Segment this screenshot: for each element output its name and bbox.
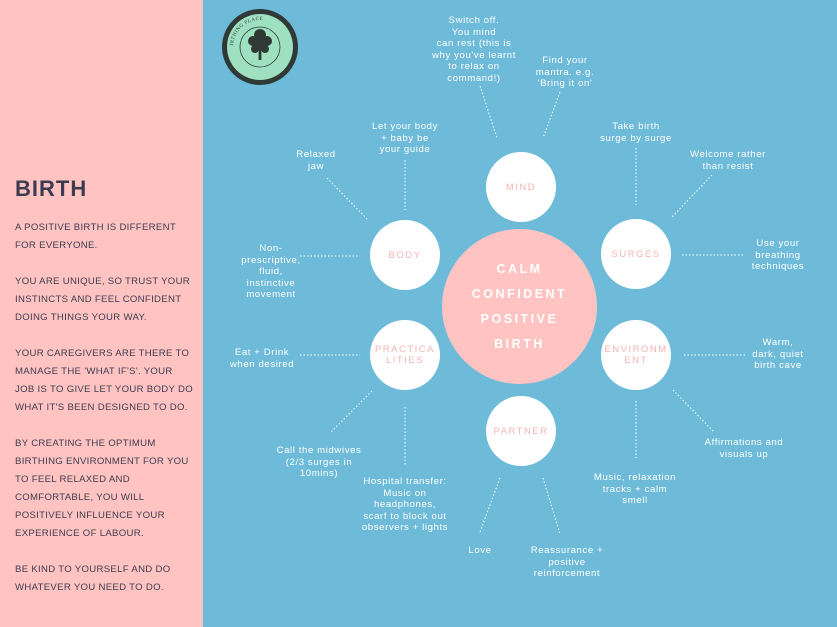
node-mind: MIND xyxy=(486,152,556,222)
center-line-1: CALM xyxy=(496,261,543,276)
paragraph-5: BE KIND TO YOURSELF AND DO WHATEVER YOU … xyxy=(15,564,171,593)
center-node: CALM CONFIDENT POSITIVE BIRTH xyxy=(442,229,597,384)
connector-relaxed-jaw xyxy=(326,177,369,221)
paragraph-1: A POSITIVE BIRTH IS DIFFERENT FOR EVERYO… xyxy=(15,222,176,251)
connector-love xyxy=(479,477,501,533)
connector-switch-off xyxy=(479,85,498,139)
center-line-3: POSITIVE xyxy=(480,311,559,326)
node-practicalities: PRACTICALITIES xyxy=(370,320,440,390)
tree-icon xyxy=(248,29,272,60)
center-line-2: CONFIDENT xyxy=(471,286,568,301)
connector-affirmations xyxy=(672,389,715,433)
node-body: BODY xyxy=(370,220,440,290)
paragraph-3: YOUR CAREGIVERS ARE THERE TO MANAGE THE … xyxy=(15,348,193,413)
node-surges: SURGES xyxy=(601,219,671,289)
connector-reassurance xyxy=(542,477,561,535)
paragraph-2: YOU ARE UNIQUE, SO TRUST YOUR INSTINCTS … xyxy=(15,276,191,323)
center-line-4: BIRTH xyxy=(494,336,545,351)
connector-mantra xyxy=(542,91,561,139)
paragraph-4: BY CREATING THE OPTIMUM BIRTHING ENVIRON… xyxy=(15,438,189,539)
node-partner: PARTNER xyxy=(486,396,556,466)
page-title: BIRTH xyxy=(15,176,88,201)
node-environment: ENVIRONMENT xyxy=(601,320,671,390)
logo-badge: THE HYPNOBIRTHING PLACE xyxy=(221,8,298,85)
connector-midwives xyxy=(329,390,373,434)
left-panel: BIRTH A POSITIVE BIRTH IS DIFFERENT FOR … xyxy=(0,0,203,627)
connector-welcome xyxy=(671,174,713,218)
label-love: Love xyxy=(468,545,492,556)
